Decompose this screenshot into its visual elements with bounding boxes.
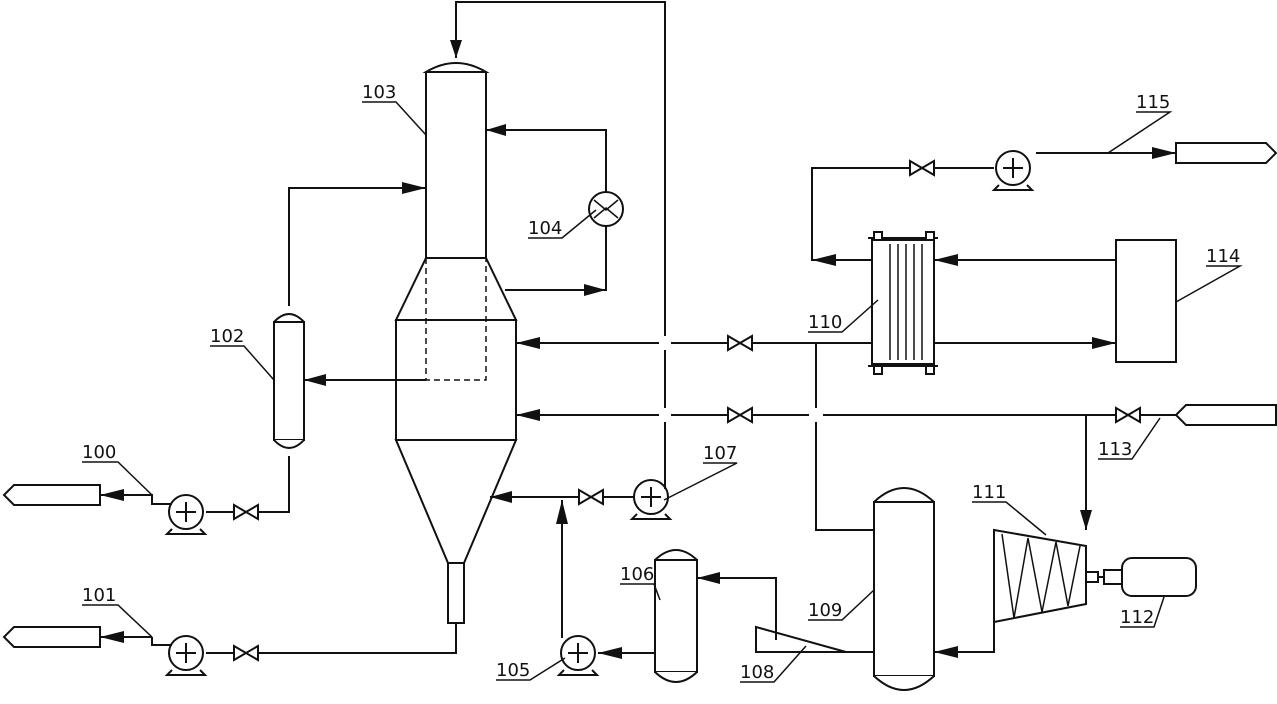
label-101: 101	[82, 585, 116, 606]
tank-109	[873, 487, 935, 691]
flow-arrows	[100, 40, 1176, 659]
label-112: 112	[1120, 607, 1154, 628]
label-106: 106	[620, 564, 654, 585]
line-breaks	[659, 336, 823, 422]
label-109: 109	[808, 600, 842, 621]
label-115: 115	[1136, 92, 1170, 113]
pump-105-icon	[558, 635, 598, 676]
terminals	[2, 142, 1277, 648]
screen-108	[755, 625, 847, 653]
valve-icon	[233, 504, 259, 520]
label-103: 103	[362, 82, 396, 103]
valve-icon	[727, 335, 753, 351]
valve-icon	[233, 645, 259, 661]
column-103	[394, 62, 518, 624]
motor-112	[1103, 557, 1197, 597]
label-105: 105	[496, 660, 530, 681]
label-107: 107	[703, 443, 737, 464]
label-102: 102	[210, 326, 244, 347]
pump-101-icon	[151, 635, 206, 676]
pump-115-icon	[993, 150, 1033, 191]
unit-114	[1115, 239, 1177, 363]
equipment-labels: 100 101 102 103 104 105 106 107 108 109 …	[82, 82, 1240, 683]
label-100: 100	[82, 442, 116, 463]
compressor-111	[993, 528, 1104, 624]
label-111: 111	[972, 482, 1006, 503]
label-113: 113	[1098, 439, 1132, 460]
label-108: 108	[740, 662, 774, 683]
pump-107-icon	[631, 479, 671, 520]
cooler-104	[588, 191, 624, 227]
valve-icon	[727, 407, 753, 423]
label-104: 104	[528, 218, 562, 239]
label-110: 110	[808, 312, 842, 333]
valve-icon	[1115, 407, 1141, 423]
separator-102	[273, 313, 305, 449]
leader-lines	[82, 101, 1243, 683]
exchanger-110	[868, 231, 938, 375]
label-114: 114	[1206, 246, 1240, 267]
valve-icon	[909, 160, 935, 176]
valve-icon	[578, 489, 604, 505]
pump-100-icon	[151, 494, 206, 535]
tank-106	[654, 549, 698, 683]
